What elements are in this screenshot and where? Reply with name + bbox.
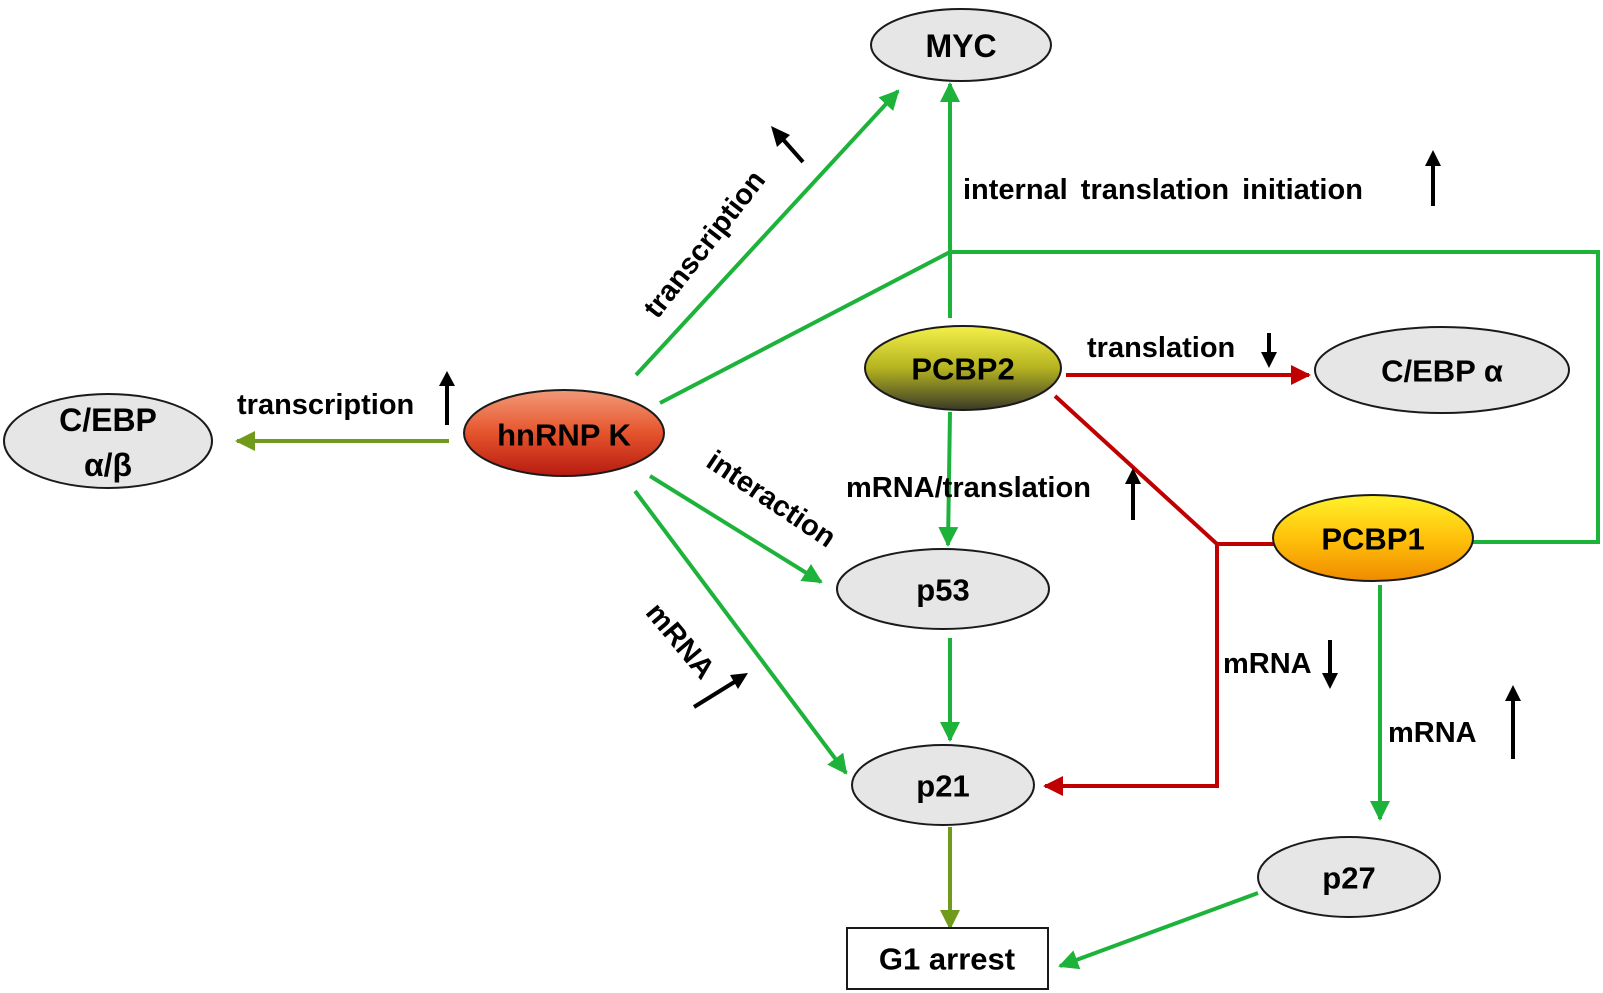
- node-pcbp2: PCBP2: [864, 325, 1062, 411]
- node-p53-label: p53: [916, 573, 969, 608]
- node-p53: p53: [836, 548, 1050, 630]
- edge-pcbp-junction: [659, 250, 1600, 544]
- edge-pcbp-p21: [1043, 394, 1219, 796]
- edge-hnrnpk-p21: [633, 489, 848, 775]
- node-p27-label: p27: [1322, 861, 1375, 896]
- node-hnrnpk: hnRNP K: [463, 389, 665, 477]
- node-cebp-ab-label-line2: α/β: [84, 447, 132, 483]
- edge-hnrnpk-myc: [634, 89, 900, 377]
- node-pcbp2-label: PCBP2: [911, 352, 1014, 387]
- node-p21: p21: [851, 744, 1035, 826]
- up-arrow-icon: [692, 673, 748, 709]
- node-cebp-ab-label-line1: C/EBP: [59, 402, 157, 438]
- up-arrow-icon: [1425, 150, 1441, 206]
- up-arrow-icon: [1125, 468, 1141, 520]
- node-pcbp1: PCBP1: [1272, 494, 1474, 582]
- label-pcbp2-p53: mRNA/translation: [846, 472, 1091, 504]
- node-g1-arrest: G1 arrest: [846, 927, 1049, 990]
- up-arrow-icon: [1505, 685, 1521, 759]
- down-arrow-icon: [1261, 333, 1277, 368]
- node-cebp-a-label: C/EBP α: [1381, 354, 1503, 389]
- down-arrow-icon: [1322, 640, 1338, 689]
- label-hnrnpk-p21: mRNA: [639, 597, 721, 685]
- edge-pcbp2-p53: [938, 411, 959, 547]
- node-g1-arrest-label: G1 arrest: [879, 942, 1015, 977]
- node-cebp-ab: C/EBP α/β: [3, 393, 213, 489]
- node-cebp-a: C/EBP α: [1314, 326, 1570, 414]
- label-hnrnpk-cebp-ab: transcription: [237, 389, 414, 421]
- node-hnrnpk-label: hnRNP K: [497, 418, 631, 453]
- node-myc: MYC: [870, 8, 1052, 82]
- label-pcbp-myc: internal translation initiation: [963, 174, 1363, 206]
- label-pcbp1-p27: mRNA: [1388, 717, 1477, 749]
- node-myc-label: MYC: [925, 28, 996, 64]
- label-pcbp-p21: mRNA: [1223, 648, 1312, 680]
- label-pcbp2-cebp-a: translation: [1087, 332, 1235, 364]
- node-p27: p27: [1257, 836, 1441, 918]
- node-pcbp1-label: PCBP1: [1321, 522, 1424, 557]
- up-arrow-icon: [771, 126, 805, 164]
- label-hnrnpk-p53: interaction: [701, 445, 842, 554]
- edge-hnrnpk-p53: [648, 474, 823, 584]
- edge-p27-g1: [1058, 891, 1259, 970]
- up-arrow-icon: [439, 371, 455, 425]
- node-p21-label: p21: [916, 769, 969, 804]
